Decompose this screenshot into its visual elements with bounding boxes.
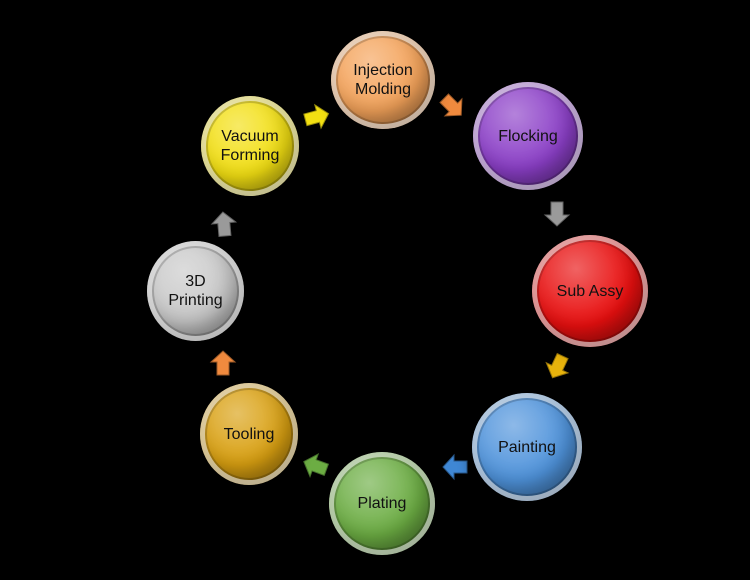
node-sub-assy: Sub Assy xyxy=(532,235,648,347)
node-label-plating: Plating xyxy=(357,495,407,512)
node-label-vacuum-forming: Vacuum Forming xyxy=(220,128,280,164)
node-label-sub-assy: Sub Assy xyxy=(556,282,624,300)
node-3d-printing: 3D Printing xyxy=(147,241,244,341)
node-vacuum-forming: Vacuum Forming xyxy=(201,96,299,196)
arrow-tooling-to-3d-icon xyxy=(209,350,237,376)
node-label-flocking: Flocking xyxy=(498,127,558,145)
node-plating: Plating xyxy=(329,452,435,555)
arrow-painting-to-plating-icon xyxy=(442,453,468,481)
node-flocking: Flocking xyxy=(473,82,583,190)
node-painting: Painting xyxy=(472,393,582,501)
arrow-3d-to-vacuum-icon xyxy=(210,211,238,238)
arrow-injection-to-flocking-icon xyxy=(439,93,463,117)
arrow-plating-to-tooling-icon xyxy=(303,453,330,478)
arrow-flocking-to-subassy-icon xyxy=(543,201,571,227)
node-label-injection-molding: Injection Molding xyxy=(353,62,413,98)
node-label-tooling: Tooling xyxy=(223,425,275,443)
arrow-vacuum-to-injection-icon xyxy=(303,103,330,130)
arrow-subassy-to-painting-icon xyxy=(545,352,570,379)
node-label-painting: Painting xyxy=(498,438,556,456)
node-label-3d-printing: 3D Printing xyxy=(168,273,223,309)
node-tooling: Tooling xyxy=(200,383,298,485)
node-injection-molding: Injection Molding xyxy=(331,31,435,129)
